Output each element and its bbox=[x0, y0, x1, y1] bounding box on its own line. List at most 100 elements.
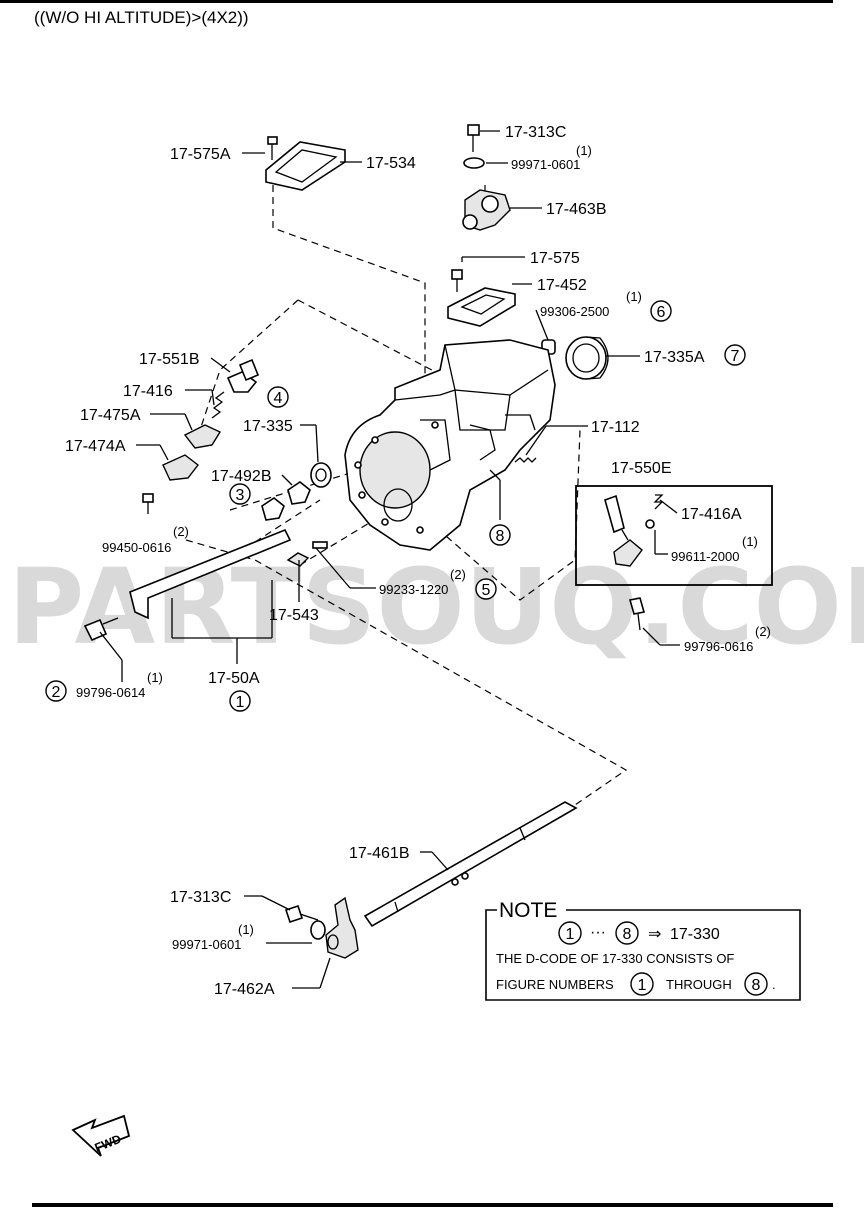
label-17-452: 17-452 bbox=[537, 277, 587, 294]
pin-99233-1220 bbox=[312, 541, 328, 549]
washer-99971-0601-bottom bbox=[310, 920, 326, 940]
figure-number-4: 4 bbox=[267, 386, 289, 408]
label-17-335: 17-335 bbox=[243, 418, 293, 435]
housing-17-463B bbox=[462, 189, 511, 231]
ball-99611-2000 bbox=[645, 519, 655, 529]
label-17-50A: 17-50A bbox=[208, 670, 260, 687]
figure-number-8: 8 bbox=[489, 524, 511, 546]
svg-text:3: 3 bbox=[236, 487, 245, 504]
label-17-416: 17-416 bbox=[123, 383, 173, 400]
fwd-arrow-icon: FWD bbox=[71, 1114, 131, 1157]
cover-plate-17-534 bbox=[265, 141, 346, 191]
qty-99796-0616: (2) bbox=[755, 624, 771, 639]
svg-text:6: 6 bbox=[657, 304, 666, 321]
bolt-17-313C-top bbox=[467, 124, 480, 152]
block-17-543 bbox=[286, 552, 310, 567]
plate-17-452 bbox=[447, 287, 516, 327]
note-range-to: 8 bbox=[623, 926, 632, 943]
label-17-313C-top: 17-313C bbox=[505, 124, 566, 141]
label-17-463B: 17-463B bbox=[546, 201, 607, 218]
note-range-from: 1 bbox=[566, 926, 575, 943]
label-17-575A: 17-575A bbox=[170, 146, 231, 163]
note-circle-1: 1 bbox=[638, 977, 647, 994]
svg-text:8: 8 bbox=[496, 528, 505, 545]
bottom-rule bbox=[32, 1203, 833, 1207]
label-99450-0616: 99450-0616 bbox=[102, 540, 171, 555]
svg-text:5: 5 bbox=[482, 582, 491, 599]
label-17-550E: 17-550E bbox=[611, 460, 672, 477]
note-range-sep: ··· bbox=[590, 924, 606, 941]
qty-99233: (2) bbox=[450, 567, 466, 582]
note-circle-8: 8 bbox=[752, 977, 761, 994]
figure-number-7: 7 bbox=[724, 344, 746, 366]
qty-99971-bottom: (1) bbox=[238, 922, 254, 937]
cover-17-475A bbox=[183, 424, 222, 449]
note-line3a: FIGURE NUMBERS bbox=[496, 977, 614, 992]
figure-number-1: 1 bbox=[229, 690, 251, 712]
label-99971-0601-top: 99971-0601 bbox=[511, 157, 580, 172]
svg-text:2: 2 bbox=[52, 684, 61, 701]
washer-99971-0601-top bbox=[463, 157, 485, 169]
label-99796-0616: 99796-0616 bbox=[684, 639, 753, 654]
label-17-475A: 17-475A bbox=[80, 407, 141, 424]
bolt-99450-0616 bbox=[142, 493, 154, 514]
qty-99450: (2) bbox=[173, 524, 189, 539]
svg-text:1: 1 bbox=[236, 694, 245, 711]
switch-assy-17-550E bbox=[604, 494, 643, 567]
qty-99796-0614: (1) bbox=[147, 670, 163, 685]
note-target: 17-330 bbox=[670, 926, 720, 943]
note-line3c: . bbox=[772, 977, 776, 992]
transmission-case bbox=[344, 339, 556, 551]
shift-rail-17-50A bbox=[129, 528, 292, 620]
seal-17-335 bbox=[310, 462, 332, 488]
bolt-99796-0614 bbox=[83, 617, 119, 642]
box-17-550E bbox=[575, 485, 773, 586]
note-line2: THE D-CODE OF 17-330 CONSISTS OF bbox=[496, 951, 734, 966]
note-line3b: THROUGH bbox=[666, 977, 732, 992]
label-17-551B: 17-551B bbox=[139, 351, 200, 368]
svg-text:7: 7 bbox=[731, 348, 740, 365]
label-17-416A: 17-416A bbox=[681, 506, 742, 523]
label-17-534: 17-534 bbox=[366, 155, 416, 172]
cover-17-474A bbox=[162, 454, 199, 481]
bolt-17-313C-bottom bbox=[284, 904, 319, 924]
bolt-99796-0616 bbox=[628, 597, 646, 631]
label-17-461B: 17-461B bbox=[349, 845, 410, 862]
figure-number-6: 6 bbox=[650, 300, 672, 322]
seal-17-335A bbox=[565, 336, 609, 380]
spring-17-416A bbox=[653, 494, 664, 510]
qty-99971-top: (1) bbox=[576, 143, 592, 158]
figure-number-2: 2 bbox=[45, 680, 67, 702]
switch-17-551B bbox=[226, 358, 260, 393]
bolt-17-575 bbox=[451, 269, 463, 292]
label-17-543: 17-543 bbox=[269, 607, 319, 624]
label-99306-2500: 99306-2500 bbox=[540, 304, 609, 319]
label-99233-1220: 99233-1220 bbox=[379, 582, 448, 597]
shift-rod-17-461B bbox=[363, 801, 578, 928]
label-17-492B: 17-492B bbox=[211, 468, 272, 485]
note-heading: NOTE bbox=[499, 899, 557, 922]
top-rule bbox=[0, 0, 833, 3]
qty-99611: (1) bbox=[742, 534, 758, 549]
qty-99306: (1) bbox=[626, 289, 642, 304]
diagram-title: ((W/O HI ALTITUDE)>(4X2)) bbox=[34, 8, 249, 27]
bolt-17-575A bbox=[267, 136, 278, 160]
figure-number-5: 5 bbox=[475, 578, 497, 600]
label-17-112: 17-112 bbox=[591, 419, 640, 436]
watermark: PARTSOUQ.COM bbox=[8, 546, 864, 668]
figure-number-3: 3 bbox=[229, 483, 251, 505]
note-arrow: ⇒ bbox=[648, 926, 661, 943]
label-99796-0614: 99796-0614 bbox=[76, 685, 145, 700]
spring-17-416 bbox=[211, 391, 225, 419]
bushing-17-492B bbox=[261, 481, 311, 521]
label-99971-0601-bottom: 99971-0601 bbox=[172, 937, 241, 952]
label-17-462A: 17-462A bbox=[214, 981, 275, 998]
label-99611-2000: 99611-2000 bbox=[671, 549, 739, 564]
svg-text:4: 4 bbox=[274, 390, 283, 407]
note-box: NOTE 1 ··· 8 ⇒ 17-330 THE D-CODE OF 17-3… bbox=[485, 899, 801, 1001]
label-17-575: 17-575 bbox=[530, 250, 580, 267]
label-17-313C-bottom: 17-313C bbox=[170, 889, 231, 906]
label-17-474A: 17-474A bbox=[65, 438, 126, 455]
leader-lines bbox=[99, 130, 680, 989]
